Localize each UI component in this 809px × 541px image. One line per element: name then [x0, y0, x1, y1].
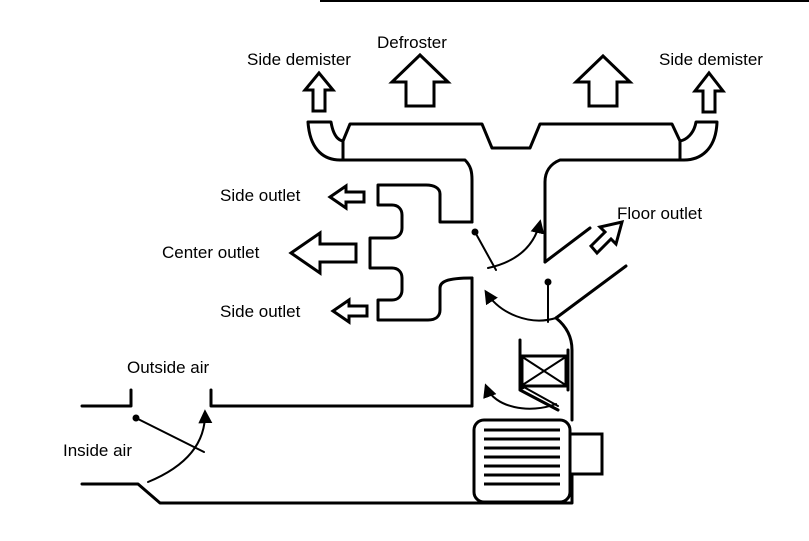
heater-housing	[518, 338, 570, 412]
blower-motor-fins	[484, 428, 560, 486]
side-outlet-bottom-arrow	[330, 297, 369, 325]
vent-damper	[474, 231, 497, 271]
intake-top-wall	[80, 388, 133, 408]
plenum-lower-right	[554, 264, 628, 320]
side-outlet-top-arrow	[327, 183, 366, 211]
intake-swing-arc	[147, 409, 213, 483]
center-outlet-arrow	[288, 230, 358, 276]
label-side-demister-right: Side demister	[659, 50, 763, 69]
air-mix-damper	[521, 385, 559, 407]
label-floor-outlet: Floor outlet	[617, 204, 702, 223]
blower-housing-right	[474, 472, 574, 505]
label-side-outlet-bottom: Side outlet	[220, 302, 301, 321]
vent-outlet-duct	[368, 183, 474, 322]
floor-damper-pivot	[544, 278, 552, 286]
defroster-right-arrow	[572, 53, 634, 108]
label-defroster: Defroster	[377, 33, 447, 52]
airflow-defrost-arc	[487, 219, 545, 269]
intake-bottom-wall	[80, 482, 478, 505]
label-center-outlet: Center outlet	[162, 243, 260, 262]
floor-outlet-arrow	[588, 219, 625, 256]
floor-outlet-duct	[543, 226, 592, 264]
label-side-demister-left: Side demister	[247, 50, 351, 69]
plenum-bottom-curve	[484, 289, 557, 322]
label-outside-air: Outside air	[127, 358, 210, 377]
intake-outside-opening	[209, 388, 474, 408]
manifold-bottom-left	[338, 158, 474, 224]
blower-motor-shaft	[568, 432, 604, 476]
blower-motor-icon	[472, 418, 572, 504]
heater-core-cross-b	[523, 357, 565, 385]
vent-damper-pivot	[471, 228, 479, 236]
label-side-outlet-top: Side outlet	[220, 186, 301, 205]
defroster-manifold	[306, 120, 719, 234]
plenum-body	[554, 316, 574, 422]
defroster-left-arrow	[388, 52, 452, 108]
side-demister-right-arrow	[691, 70, 727, 114]
airflow-heater-arc	[483, 383, 557, 410]
label-inside-air: Inside air	[63, 441, 132, 460]
intake-damper-pivot	[132, 414, 140, 422]
intake-damper	[135, 417, 205, 453]
side-demister-left-arrow	[301, 70, 337, 113]
